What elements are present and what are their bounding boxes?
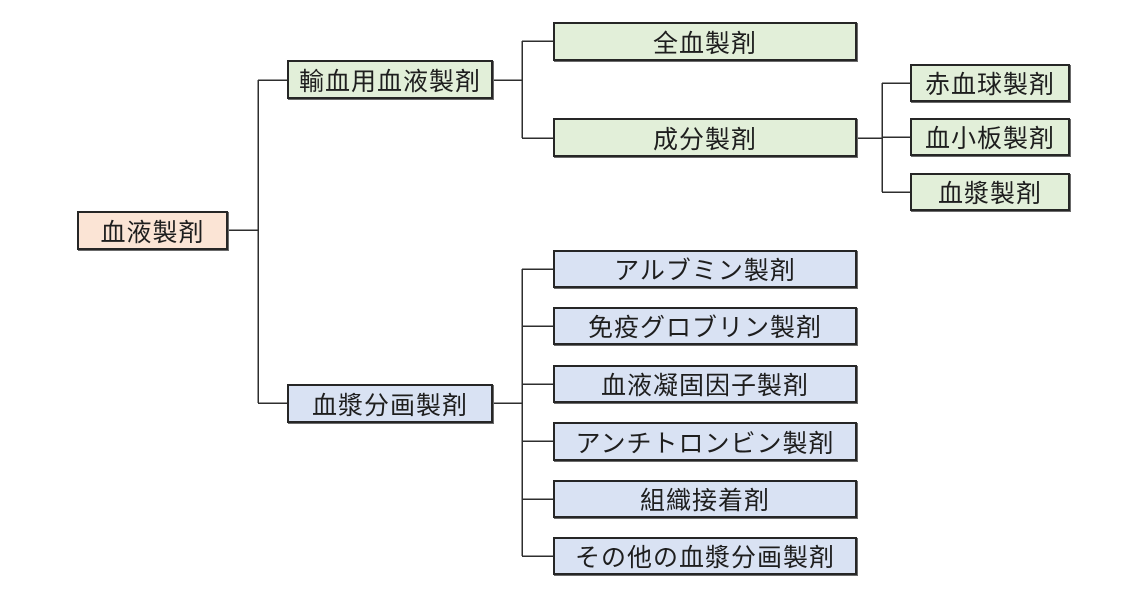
immunoglobulin-box: 免疫グロブリン製剤 bbox=[553, 307, 857, 345]
coagulation-factor-box: 血液凝固因子製剤 bbox=[553, 365, 857, 403]
albumin-box: アルブミン製剤 bbox=[553, 250, 857, 288]
node-label: その他の血漿分画製剤 bbox=[574, 543, 835, 572]
red-blood-cell-box: 赤血球製剤 bbox=[910, 64, 1070, 102]
platelet-box: 血小板製剤 bbox=[910, 118, 1070, 156]
node-label: 血漿分画製剤 bbox=[311, 390, 468, 420]
node-label: 血漿製剤 bbox=[937, 179, 1042, 208]
node-label: 組織接着剤 bbox=[639, 486, 770, 515]
antithrombin-box: アンチトロンビン製剤 bbox=[553, 422, 857, 461]
plasma-box: 血漿製剤 bbox=[910, 173, 1070, 211]
component-products-box: 成分製剤 bbox=[553, 118, 857, 157]
plasma-fractionation-box: 血漿分画製剤 bbox=[287, 384, 493, 423]
tissue-adhesive-box: 組織接着剤 bbox=[553, 480, 857, 518]
blood-products-root-box: 血液製剤 bbox=[77, 211, 228, 250]
node-label: 成分製剤 bbox=[652, 124, 757, 154]
node-label: 全血製剤 bbox=[652, 28, 757, 58]
node-label: 輸血用血液製剤 bbox=[298, 66, 481, 96]
node-label: アンチトロンビン製剤 bbox=[575, 428, 835, 458]
node-label: アルブミン製剤 bbox=[614, 256, 796, 285]
transfusion-products-box: 輸血用血液製剤 bbox=[287, 60, 493, 99]
other-fractionation-box: その他の血漿分画製剤 bbox=[553, 537, 857, 575]
node-label: 赤血球製剤 bbox=[924, 70, 1055, 99]
node-label: 免疫グロブリン製剤 bbox=[587, 313, 822, 342]
node-label: 血液凝固因子製剤 bbox=[600, 371, 809, 400]
whole-blood-box: 全血製剤 bbox=[553, 22, 857, 61]
node-label: 血小板製剤 bbox=[924, 124, 1055, 153]
node-label: 血液製剤 bbox=[100, 217, 205, 247]
